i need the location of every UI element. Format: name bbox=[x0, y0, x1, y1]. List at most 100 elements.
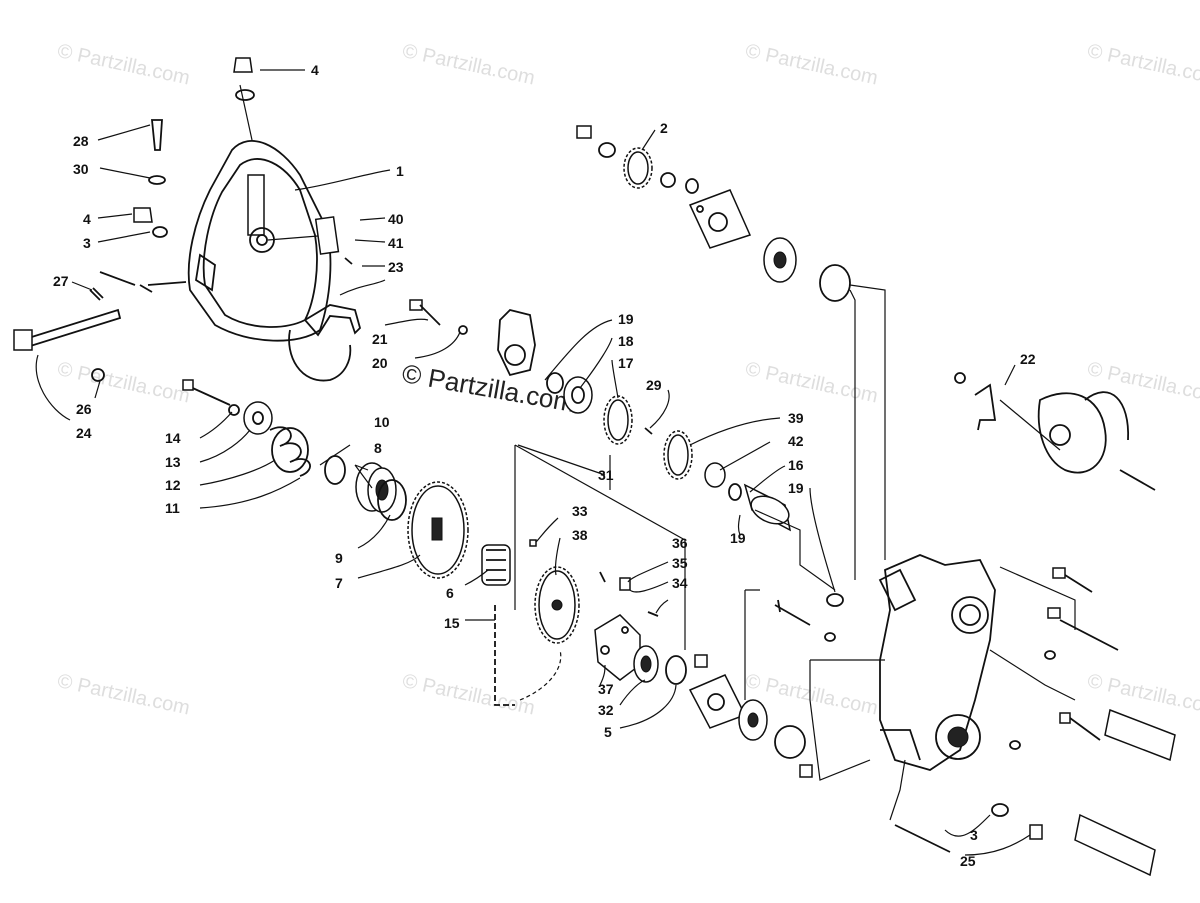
o-ring-lower bbox=[774, 725, 806, 759]
callout-27: 27 bbox=[53, 273, 69, 289]
callout-28: 28 bbox=[73, 133, 89, 149]
bushing-18 bbox=[563, 376, 593, 414]
bolt-4-side bbox=[133, 207, 168, 238]
washer-2b bbox=[685, 178, 699, 194]
callout-6: 6 bbox=[446, 585, 454, 601]
callout-4: 4 bbox=[83, 211, 91, 227]
washer-top bbox=[598, 142, 616, 158]
bearing-8 bbox=[355, 462, 397, 513]
callout-19: 19 bbox=[618, 311, 634, 327]
screw-bracket bbox=[99, 271, 187, 293]
plate-40 bbox=[267, 216, 353, 265]
callout-23: 23 bbox=[388, 259, 404, 275]
callout-41: 41 bbox=[388, 235, 404, 251]
washer-19-c bbox=[826, 593, 844, 607]
flange-plate bbox=[688, 189, 752, 249]
callout-35: 35 bbox=[672, 555, 688, 571]
pin-34 bbox=[647, 611, 659, 617]
cup-12 bbox=[243, 401, 273, 435]
callout-5: 5 bbox=[604, 724, 612, 740]
bolt-21 bbox=[409, 299, 441, 326]
bolt-22 bbox=[1119, 469, 1156, 491]
washer-9 bbox=[377, 479, 407, 521]
chaincase-cover bbox=[187, 84, 332, 342]
leader-lines bbox=[35, 69, 1031, 856]
spring-11 bbox=[269, 426, 311, 477]
key-29 bbox=[644, 427, 653, 435]
callout-39: 39 bbox=[788, 410, 804, 426]
bracket-22 bbox=[954, 372, 997, 431]
callout-42: 42 bbox=[788, 433, 804, 449]
callout-36: 36 bbox=[672, 535, 688, 551]
washer-19 bbox=[546, 372, 564, 394]
bracket-23 bbox=[288, 304, 362, 382]
bolt-4-top bbox=[233, 57, 255, 101]
hub-37 bbox=[594, 614, 641, 681]
callout-4-top: 4 bbox=[311, 62, 319, 78]
sprocket-17 bbox=[603, 395, 633, 445]
sprocket-7 bbox=[407, 481, 469, 579]
callout-7: 7 bbox=[335, 575, 343, 591]
callout-10: 10 bbox=[374, 414, 390, 430]
callout-25: 25 bbox=[960, 853, 976, 869]
callout-29: 29 bbox=[646, 377, 662, 393]
callout-37: 37 bbox=[598, 681, 614, 697]
callout-labels: 4 28 30 4 3 1 40 41 23 27 26 24 2 21 20 … bbox=[53, 62, 1036, 869]
shaft-16 bbox=[743, 483, 792, 532]
housing-bolts bbox=[991, 567, 1119, 840]
nut-lower bbox=[799, 764, 813, 778]
pin-36 bbox=[599, 571, 606, 583]
callout-1: 1 bbox=[396, 163, 404, 179]
callout-22: 22 bbox=[1020, 351, 1036, 367]
washer-20 bbox=[458, 325, 468, 335]
callout-14: 14 bbox=[165, 430, 181, 446]
callout-21: 21 bbox=[372, 331, 388, 347]
callout-3-b: 3 bbox=[970, 827, 978, 843]
shaft-24 bbox=[13, 287, 122, 382]
sprocket-39 bbox=[663, 430, 693, 480]
sprocket-38 bbox=[534, 566, 580, 644]
bearing-cap-22 bbox=[1037, 391, 1129, 474]
callout-15: 15 bbox=[444, 615, 460, 631]
screw-33 bbox=[529, 539, 537, 547]
chaincase-housing bbox=[878, 554, 996, 771]
callout-31: 31 bbox=[598, 467, 614, 483]
callout-38: 38 bbox=[572, 527, 588, 543]
callout-12: 12 bbox=[165, 477, 181, 493]
callout-17: 17 bbox=[618, 355, 634, 371]
housing-20 bbox=[497, 309, 536, 377]
callout-26: 26 bbox=[76, 401, 92, 417]
callout-3: 3 bbox=[83, 235, 91, 251]
callout-16: 16 bbox=[788, 457, 804, 473]
callout-30: 30 bbox=[73, 161, 89, 177]
callout-11: 11 bbox=[165, 500, 180, 516]
sprocket-2 bbox=[623, 147, 653, 189]
dipstick-28 bbox=[148, 119, 166, 185]
bearing-lower bbox=[738, 699, 768, 741]
bearing-top bbox=[763, 237, 797, 283]
callout-40: 40 bbox=[388, 211, 404, 227]
callout-9: 9 bbox=[335, 550, 343, 566]
bolt-14 bbox=[182, 379, 231, 406]
callout-18: 18 bbox=[618, 333, 634, 349]
callout-24: 24 bbox=[76, 425, 92, 441]
washer-19-b bbox=[728, 483, 742, 501]
callout-19-b: 19 bbox=[788, 480, 804, 496]
callout-32: 32 bbox=[598, 702, 614, 718]
callout-19-c: 19 bbox=[730, 530, 746, 546]
callout-2: 2 bbox=[660, 120, 668, 136]
flange-plate-lower bbox=[688, 674, 747, 729]
shaft-ends bbox=[1074, 708, 1176, 877]
washer-5 bbox=[665, 655, 687, 685]
bearing-32 bbox=[633, 645, 659, 683]
spring-35 bbox=[619, 577, 631, 591]
snap-ring-10 bbox=[324, 455, 346, 485]
washer-13 bbox=[228, 404, 240, 416]
callout-8: 8 bbox=[374, 440, 382, 456]
o-ring-top bbox=[819, 264, 851, 302]
callout-34: 34 bbox=[672, 575, 688, 591]
nut-top bbox=[576, 125, 592, 139]
washer-2a bbox=[660, 172, 676, 188]
